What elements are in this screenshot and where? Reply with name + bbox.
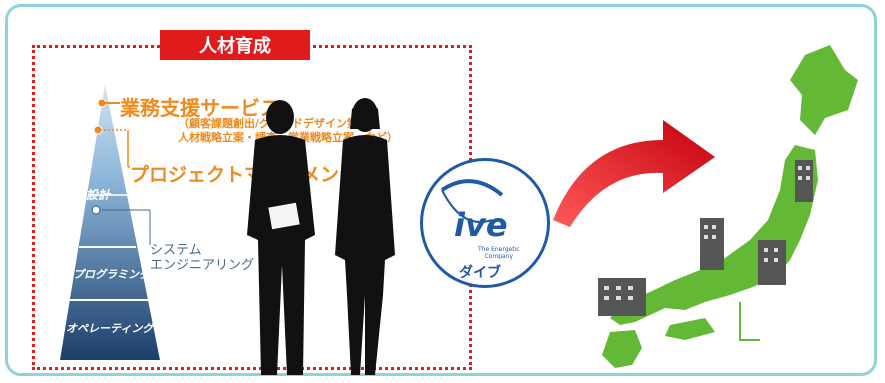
dive-logo-circle [420,158,550,288]
logo-tagline: The Energetic Company [478,246,520,260]
business-support-label: 業務支援サービス [120,96,280,120]
business-people-silhouette [247,98,395,375]
tier-design: 設計 [86,188,111,202]
logo-swoosh [440,179,504,223]
red-arrow-icon [553,120,715,227]
logo-mark: ive [454,206,508,244]
tier-programming: プログラミング [73,268,150,281]
connector-lines [100,102,151,245]
company-name: ダイブ [459,265,501,281]
system-engineering-label: システム エンジニアリング [150,243,255,273]
skill-pyramid [60,85,160,360]
section-label: 人材育成 [160,30,310,60]
tier-operating: オペレーティング [66,322,154,335]
japan-map-icon [598,45,858,368]
